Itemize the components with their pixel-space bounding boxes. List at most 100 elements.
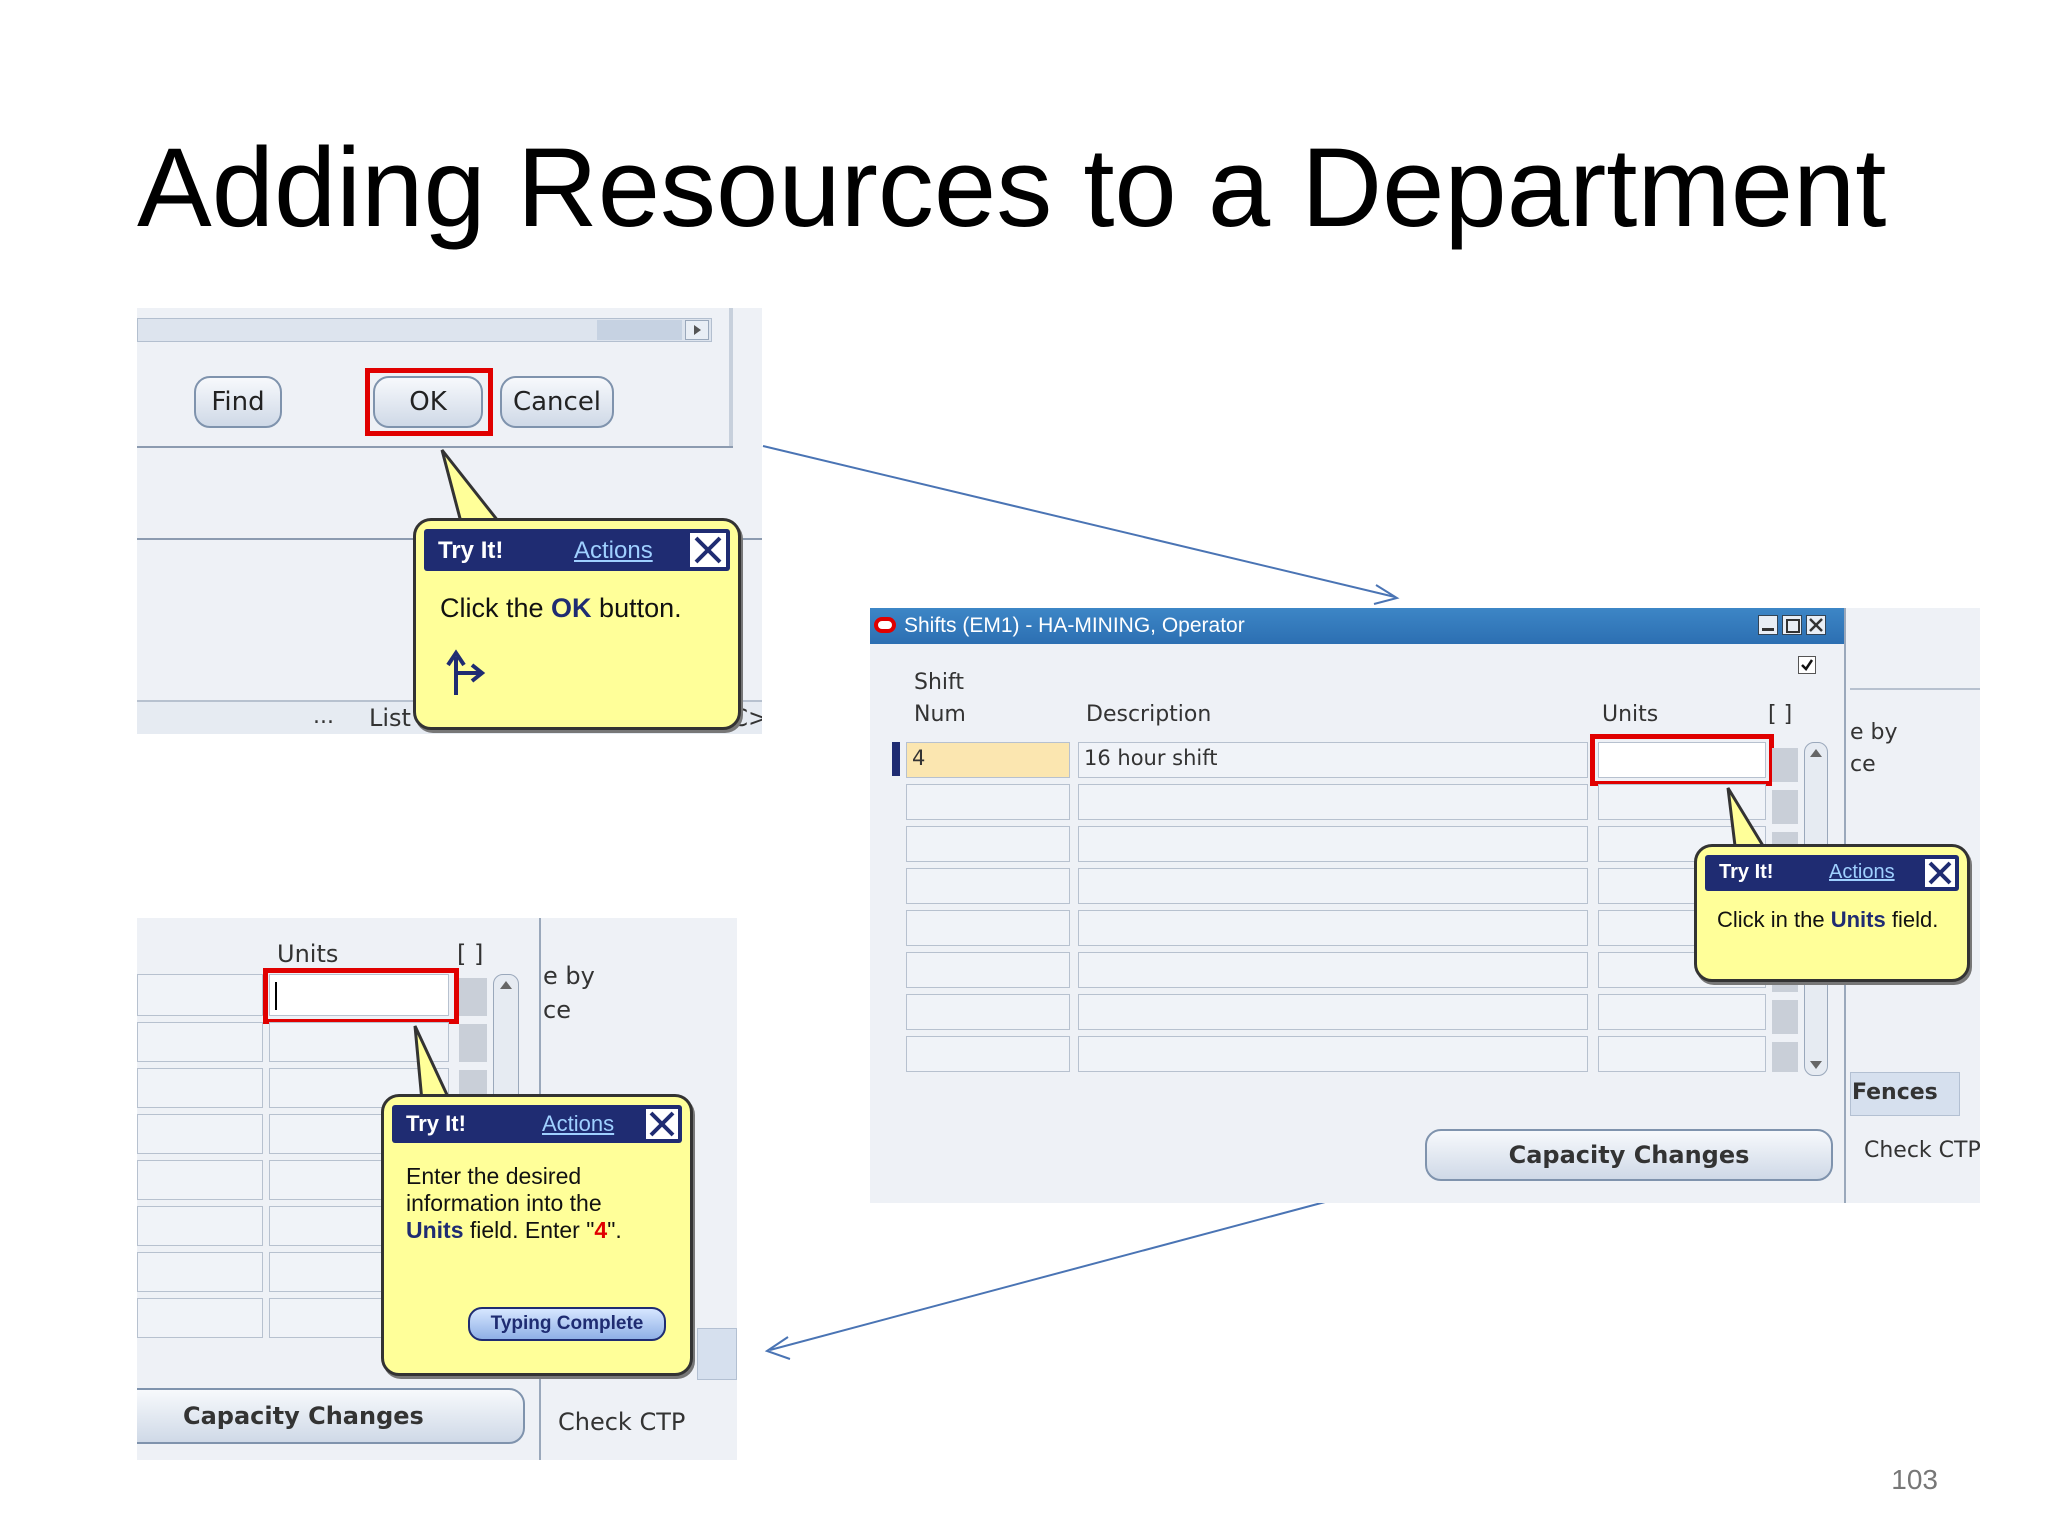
num-field[interactable] xyxy=(906,1036,1070,1072)
panel-units-step: Shifts (EM1) - HA-MINING, Operator Shift… xyxy=(870,608,1980,1203)
header-description: Description xyxy=(1086,702,1212,727)
description-field-row-1[interactable] xyxy=(1078,742,1588,778)
text-cursor xyxy=(275,982,277,1010)
units-field-row-1[interactable] xyxy=(1598,742,1766,778)
arrow-top-to-window xyxy=(762,445,1396,598)
frame-edge xyxy=(729,308,733,448)
field[interactable] xyxy=(137,1160,263,1200)
bubble-header: Try It! Actions xyxy=(424,529,730,571)
num-field[interactable] xyxy=(906,826,1070,862)
num-field[interactable] xyxy=(906,868,1070,904)
side-text-2: ce xyxy=(543,996,571,1024)
header-shift: Shift xyxy=(914,670,965,695)
field[interactable] xyxy=(137,1206,263,1246)
find-button[interactable]: Find xyxy=(194,376,282,428)
field[interactable] xyxy=(137,1022,263,1062)
field[interactable] xyxy=(137,1068,263,1108)
num-field-row-1[interactable] xyxy=(906,742,1070,778)
scroll-up-icon[interactable] xyxy=(1808,746,1824,760)
current-record-indicator xyxy=(892,742,900,776)
field[interactable] xyxy=(137,974,263,1016)
arrow-top-to-window-head xyxy=(1373,584,1400,605)
close-icon[interactable] xyxy=(644,1107,680,1141)
bubble-header: Try It! Actions xyxy=(392,1105,682,1143)
description-value-row-1: 16 hour shift xyxy=(1084,746,1218,770)
description-field[interactable] xyxy=(1078,910,1588,946)
header-units: Units xyxy=(1602,702,1659,727)
fences-button[interactable] xyxy=(1850,1072,1960,1116)
side-text-4[interactable]: Check CTP xyxy=(1864,1138,1980,1163)
typing-complete-button[interactable]: Typing Complete xyxy=(468,1307,666,1341)
ok-button[interactable]: OK xyxy=(373,376,483,428)
close-icon[interactable] xyxy=(688,531,728,569)
num-field[interactable] xyxy=(906,910,1070,946)
oracle-logo-icon xyxy=(874,617,896,633)
click-pointer-icon xyxy=(446,649,486,695)
header-num: Num xyxy=(914,702,966,727)
scroll-up-icon[interactable] xyxy=(498,978,514,992)
select-all-checkbox[interactable] xyxy=(1798,656,1816,674)
tryit-bubble-ok: Try It! Actions Click the OK button. xyxy=(413,518,741,730)
actions-link[interactable]: Actions xyxy=(1829,861,1895,883)
field[interactable] xyxy=(137,1298,263,1338)
description-field[interactable] xyxy=(1078,952,1588,988)
side-line xyxy=(1850,688,1980,690)
panel-ok-step: Find OK Cancel ... List of valu... <OSC>… xyxy=(137,308,762,734)
shifts-window: Shifts (EM1) - HA-MINING, Operator Shift… xyxy=(870,608,1846,1203)
units-field[interactable] xyxy=(1598,994,1766,1030)
side-text-1: e by xyxy=(1850,720,1898,745)
num-field[interactable] xyxy=(906,784,1070,820)
frame-bottom-line xyxy=(137,446,733,448)
window-close-icon[interactable] xyxy=(1806,615,1826,635)
list-fragment-1: ... xyxy=(313,704,334,729)
description-field[interactable] xyxy=(1078,784,1588,820)
tryit-label: Try It! xyxy=(406,1111,466,1136)
close-icon[interactable] xyxy=(1923,857,1957,889)
units-highlight-box xyxy=(1590,734,1774,786)
tryit-bubble-enter: Try It! Actions Enter the desired inform… xyxy=(381,1094,693,1376)
actions-link[interactable]: Actions xyxy=(574,537,653,564)
units-field-row-1[interactable] xyxy=(269,974,449,1016)
check-ctp-button[interactable]: Check CTP xyxy=(558,1408,686,1436)
scroll-right-icon[interactable] xyxy=(685,320,709,340)
arrow-window-to-bottom xyxy=(769,1181,1401,1351)
num-field[interactable] xyxy=(906,952,1070,988)
bubble-instruction: Click in the Units field. xyxy=(1717,907,1939,932)
capacity-changes-button[interactable]: Capacity Changes xyxy=(1425,1129,1833,1181)
actions-link[interactable]: Actions xyxy=(542,1111,615,1136)
page-number: 103 xyxy=(1891,1464,1938,1495)
num-field[interactable] xyxy=(906,994,1070,1030)
scroll-down-icon[interactable] xyxy=(1808,1058,1824,1072)
header-bracket: [ ] xyxy=(457,940,484,968)
description-field[interactable] xyxy=(1078,868,1588,904)
header-bracket: [ ] xyxy=(1768,702,1793,727)
num-value-row-1: 4 xyxy=(912,746,926,770)
field[interactable] xyxy=(137,1252,263,1292)
tryit-bubble-units: Try It! Actions Click in the Units field… xyxy=(1694,844,1970,982)
ok-highlight-box xyxy=(365,368,493,436)
header-units: Units xyxy=(277,940,339,968)
field[interactable] xyxy=(137,1114,263,1154)
scroll-thumb[interactable] xyxy=(597,320,682,340)
description-field[interactable] xyxy=(1078,1036,1588,1072)
slide-title: Adding Resources to a Department xyxy=(137,125,1887,250)
cancel-button[interactable]: Cancel xyxy=(500,376,614,428)
tryit-label: Try It! xyxy=(1719,861,1774,883)
maximize-icon[interactable] xyxy=(1782,615,1802,635)
bubble-header: Try It! Actions xyxy=(1705,855,1959,891)
side-text-1: e by xyxy=(543,962,595,990)
units-highlight-box xyxy=(263,968,459,1024)
description-field[interactable] xyxy=(1078,826,1588,862)
window-title-bar: Shifts (EM1) - HA-MINING, Operator xyxy=(870,608,1844,644)
bubble-instruction: Click the OK button. xyxy=(440,593,682,623)
minimize-icon[interactable] xyxy=(1758,615,1778,635)
side-text-3: Fences xyxy=(1852,1080,1938,1105)
units-field[interactable] xyxy=(1598,1036,1766,1072)
description-field[interactable] xyxy=(1078,994,1588,1030)
fences-button[interactable] xyxy=(697,1328,737,1380)
window-title: Shifts (EM1) - HA-MINING, Operator xyxy=(904,614,1245,637)
capacity-changes-button[interactable]: Capacity Changes xyxy=(137,1388,525,1444)
tryit-label: Try It! xyxy=(438,537,504,564)
side-text-2: ce xyxy=(1850,752,1876,777)
